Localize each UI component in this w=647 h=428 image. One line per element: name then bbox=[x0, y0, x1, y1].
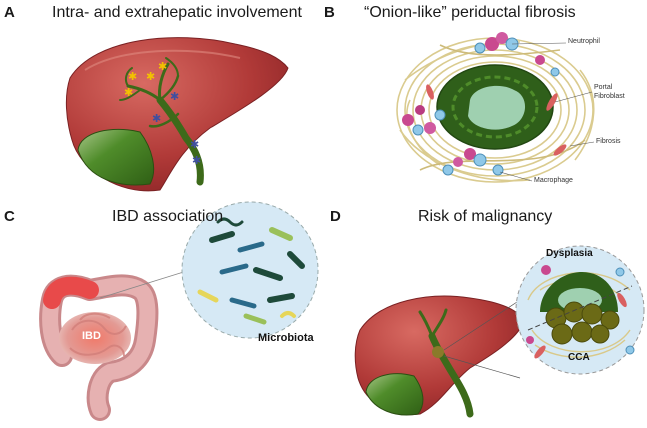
fibrosis-label: Fibrosis bbox=[596, 138, 621, 145]
panel-d-tumor-site bbox=[432, 346, 444, 358]
panel-c-small-bowel-loops bbox=[69, 312, 127, 357]
panel-a-blue-stars: ✱ ✱ ✱ ✱ bbox=[152, 90, 201, 167]
panel-b-title: “Onion-like” periductal fibrosis bbox=[364, 4, 576, 21]
fibroblast-label: Fibroblast bbox=[594, 93, 625, 100]
panel-d-gallbladder bbox=[365, 373, 424, 416]
panel-c-zoom-line bbox=[99, 269, 191, 299]
svg-text:✱: ✱ bbox=[158, 60, 167, 73]
panel-c-title: IBD association bbox=[112, 208, 224, 225]
panel-d-zoom-line-2 bbox=[443, 355, 521, 379]
microbiota-label: Microbiota bbox=[258, 332, 314, 344]
panel-a-yellow-stars: ✱✱ ✱✱ bbox=[124, 60, 167, 99]
svg-text:✱: ✱ bbox=[170, 90, 179, 103]
panel-d-bile-duct bbox=[418, 308, 474, 418]
panel-b-leader-lines bbox=[499, 42, 595, 182]
ibd-label: IBD bbox=[82, 330, 101, 342]
panel-d-title: Risk of malignancy bbox=[418, 208, 553, 225]
panel-a-title: Intra- and extrahepatic involvement bbox=[52, 4, 302, 21]
panel-c-colon bbox=[39, 274, 159, 421]
svg-text:✱: ✱ bbox=[152, 112, 161, 125]
dysplasia-label: Dysplasia bbox=[546, 248, 593, 259]
panel-b-letter: B bbox=[324, 4, 335, 21]
panel-d-letter: D bbox=[330, 208, 341, 225]
svg-text:✱: ✱ bbox=[190, 138, 199, 151]
panel-b-duct bbox=[436, 64, 554, 150]
svg-text:✱: ✱ bbox=[124, 86, 133, 99]
portal-label: Portal bbox=[594, 84, 613, 91]
panel-d-zoom-line-1 bbox=[443, 299, 521, 351]
panel-c-letter: C bbox=[4, 208, 15, 225]
neutrophil-label: Neutrophil bbox=[568, 38, 600, 45]
panel-c-microbiota-circle bbox=[181, 201, 319, 339]
panel-a-bile-ducts bbox=[119, 57, 204, 186]
panel-a-gallbladder bbox=[77, 128, 155, 186]
svg-text:✱: ✱ bbox=[128, 70, 137, 83]
panel-d-histology-circle bbox=[515, 245, 645, 375]
cca-label: CCA bbox=[568, 352, 590, 363]
panel-b-cells bbox=[402, 32, 567, 176]
svg-text:✱: ✱ bbox=[146, 70, 155, 83]
macrophage-label: Macrophage bbox=[534, 177, 573, 184]
panel-a-letter: A bbox=[4, 4, 15, 21]
svg-text:✱: ✱ bbox=[192, 154, 201, 167]
